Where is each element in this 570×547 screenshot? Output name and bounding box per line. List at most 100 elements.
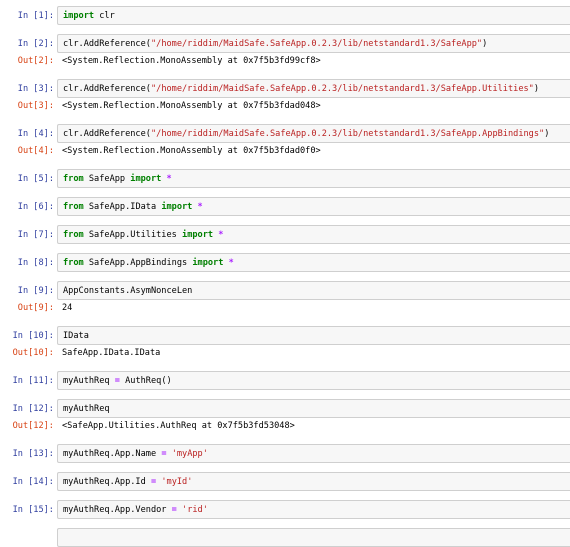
notebook-cell: In [15]:myAuthReq.App.Vendor = 'rid' (0, 500, 570, 519)
code-token: clr.AddReference( (63, 39, 151, 49)
code-input-area[interactable]: from SafeApp import * (57, 169, 570, 188)
code-token: import (182, 230, 214, 240)
code-token: = (161, 449, 167, 459)
notebook-cell: In [13]:myAuthReq.App.Name = 'myApp' (0, 444, 570, 463)
code-token: myAuthReq (63, 404, 110, 414)
code-token: clr (94, 11, 115, 21)
notebook-cell: In [7]:from SafeApp.Utilities import * (0, 225, 570, 244)
code-token: clr.AddReference( (63, 84, 151, 94)
code-token: AppConstants.AsymNonceLen (63, 286, 193, 296)
input-prompt: In [1]: (17, 11, 54, 21)
output-prompt: Out[3]: (17, 101, 54, 111)
code-token: * (228, 258, 234, 268)
code-token: 'myId' (161, 477, 193, 487)
notebook-cell: In [5]:from SafeApp import * (0, 169, 570, 188)
notebook-cell: In [14]:myAuthReq.App.Id = 'myId' (0, 472, 570, 491)
code-token: * (197, 202, 203, 212)
code-token: = (114, 376, 120, 386)
code-token: "/home/riddim/MaidSafe.SafeApp.0.2.3/lib… (150, 129, 545, 139)
input-prompt: In [4]: (17, 129, 54, 139)
code-token: SafeApp.AppBindings (83, 258, 193, 268)
input-prompt: In [15]: (12, 505, 54, 515)
code-token: ) (533, 84, 540, 94)
code-token: * (166, 174, 172, 184)
notebook-cell: In [4]:clr.AddReference("/home/riddim/Ma… (0, 124, 570, 160)
code-token: myAuthReq (63, 376, 115, 386)
code-input-area[interactable]: myAuthReq.App.Name = 'myApp' (57, 444, 570, 463)
code-token: from (63, 202, 84, 212)
output-prompt: Out[2]: (17, 56, 54, 66)
code-token: * (218, 230, 224, 240)
notebook-cell: In [1]:import clr (0, 6, 570, 25)
output-prompt: Out[12]: (12, 421, 54, 431)
notebook-cell: In [6]:from SafeApp.IData import * (0, 197, 570, 216)
code-input-area[interactable]: myAuthReq.App.Vendor = 'rid' (57, 500, 570, 519)
code-token: from (63, 230, 84, 240)
code-token: 'rid' (182, 505, 208, 515)
code-token: myAuthReq.App.Vendor (63, 505, 172, 515)
cell-output: <SafeApp.Utilities.AuthReq at 0x7f5b3fd5… (62, 421, 295, 431)
notebook-cell: In [2]:clr.AddReference("/home/riddim/Ma… (0, 34, 570, 70)
code-token: import (63, 11, 95, 21)
output-prompt: Out[10]: (12, 348, 54, 358)
code-token: from (63, 258, 84, 268)
input-prompt: In [2]: (17, 39, 54, 49)
code-token: SafeApp.Utilities (83, 230, 183, 240)
input-prompt: In [3]: (17, 84, 54, 94)
code-token: = (150, 477, 157, 487)
code-input-area[interactable]: from SafeApp.AppBindings import * (57, 253, 570, 272)
cell-output: <System.Reflection.MonoAssembly at 0x7f5… (62, 101, 321, 111)
cell-output: <System.Reflection.MonoAssembly at 0x7f5… (62, 146, 321, 156)
code-token: myAuthReq.App.Id (63, 477, 151, 487)
input-prompt: In [7]: (17, 230, 54, 240)
code-token: 'myApp' (171, 449, 208, 459)
code-token: import (192, 258, 224, 268)
input-prompt: In [11]: (12, 376, 54, 386)
code-token: import (130, 174, 162, 184)
code-token: ) (544, 129, 550, 139)
code-token: import (161, 202, 193, 212)
code-token: from (63, 174, 84, 184)
code-token: ) (482, 39, 488, 49)
input-prompt: In [6]: (17, 202, 54, 212)
input-prompt: In [14]: (12, 477, 54, 487)
code-input-area[interactable]: from SafeApp.IData import * (57, 197, 570, 216)
code-token: SafeApp.IData (83, 202, 162, 212)
code-token: myAuthReq.App.Name (63, 449, 162, 459)
code-input-area[interactable]: myAuthReq.App.Id = 'myId' (57, 472, 570, 491)
code-token: IData (63, 331, 89, 341)
notebook-cell: In [8]:from SafeApp.AppBindings import * (0, 253, 570, 272)
input-prompt: In [10]: (12, 331, 54, 341)
code-input-area[interactable]: clr.AddReference("/home/riddim/MaidSafe.… (57, 124, 570, 143)
notebook-cell: In [3]:clr.AddReference("/home/riddim/Ma… (0, 79, 570, 115)
output-prompt: Out[9]: (17, 303, 54, 313)
cell-output: 24 (62, 303, 73, 313)
code-token: "/home/riddim/MaidSafe.SafeApp.0.2.3/lib… (150, 39, 483, 49)
code-input-area[interactable]: clr.AddReference("/home/riddim/MaidSafe.… (57, 34, 570, 53)
notebook-cell: In [11]:myAuthReq = AuthReq() (0, 371, 570, 390)
code-input-area[interactable]: AppConstants.AsymNonceLen (57, 281, 570, 300)
notebook-cell (0, 528, 570, 547)
code-input-area[interactable]: IData (57, 326, 570, 345)
input-prompt: In [13]: (12, 449, 54, 459)
code-input-area[interactable]: clr.AddReference("/home/riddim/MaidSafe.… (57, 79, 570, 98)
code-input-area[interactable]: myAuthReq = AuthReq() (57, 371, 570, 390)
code-input-area[interactable]: myAuthReq (57, 399, 570, 418)
code-token: clr.AddReference( (63, 129, 151, 139)
code-token: SafeApp (83, 174, 131, 184)
input-prompt: In [9]: (17, 286, 54, 296)
code-token: "/home/riddim/MaidSafe.SafeApp.0.2.3/lib… (150, 84, 534, 94)
input-prompt: In [8]: (17, 258, 54, 268)
input-prompt: In [12]: (12, 404, 54, 414)
code-input-area[interactable]: from SafeApp.Utilities import * (57, 225, 570, 244)
code-token: AuthReq() (119, 376, 172, 386)
output-prompt: Out[4]: (17, 146, 54, 156)
input-prompt: In [5]: (17, 174, 54, 184)
cell-output: SafeApp.IData.IData (62, 348, 161, 358)
cell-output: <System.Reflection.MonoAssembly at 0x7f5… (62, 56, 321, 66)
code-input-area[interactable]: import clr (57, 6, 570, 25)
code-input-area[interactable] (57, 528, 570, 547)
